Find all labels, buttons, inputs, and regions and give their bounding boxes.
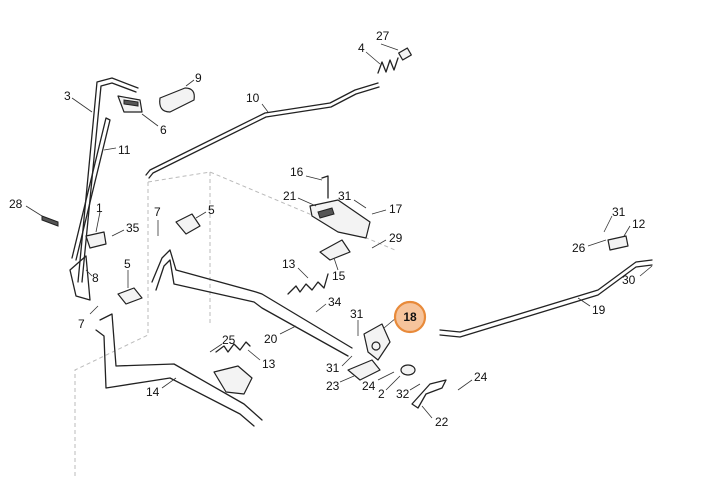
- callout-34: 34: [328, 295, 342, 309]
- part-19-rod: [439, 259, 653, 338]
- callout-26: 26: [572, 241, 586, 255]
- callout-25: 25: [222, 333, 236, 347]
- part-2-washer: [400, 364, 416, 376]
- part-20-lever: [151, 249, 353, 357]
- part-13-spring-a: [287, 273, 329, 295]
- callout-13a: 13: [282, 257, 296, 271]
- part-21-bracket: [309, 175, 371, 239]
- callout-1: 1: [96, 201, 103, 215]
- callout-16: 16: [290, 165, 304, 179]
- callout-6: 6: [160, 123, 167, 137]
- callout-7b: 7: [78, 317, 85, 331]
- part-15-plate: [319, 239, 351, 261]
- part-10-rod: [145, 82, 380, 179]
- callout-12: 12: [632, 217, 646, 231]
- callout-27: 27: [376, 29, 390, 43]
- part-12-joint: [607, 235, 629, 251]
- part-9-knob: [159, 87, 195, 113]
- callout-10: 10: [246, 91, 260, 105]
- part-8-loop: [69, 255, 91, 301]
- part-3-lever: [77, 77, 139, 283]
- part-4-spring: [377, 47, 412, 74]
- callout-31d: 31: [326, 361, 340, 375]
- callout-5a: 5: [208, 203, 215, 217]
- part-22-link: [411, 379, 447, 409]
- callout-20: 20: [264, 332, 278, 346]
- callout-13b: 13: [262, 357, 276, 371]
- callout-14: 14: [146, 385, 160, 399]
- part-5-cap-a: [175, 213, 201, 235]
- part-6-clip: [117, 95, 143, 113]
- callout-9: 9: [195, 71, 202, 85]
- callout-4: 4: [358, 41, 365, 55]
- callout-7a: 7: [154, 205, 161, 219]
- part-5-cap-b: [117, 287, 143, 305]
- callouts: 27 4 9 3 10 6 11 16 21 31 17 28: [9, 29, 653, 429]
- part-1-bracket: [41, 215, 107, 249]
- callout-31a: 31: [338, 189, 352, 203]
- callout-19: 19: [592, 303, 606, 317]
- part-23-link: [347, 359, 381, 381]
- callout-11: 11: [118, 143, 131, 157]
- callout-28: 28: [9, 197, 23, 211]
- callout-18-highlight[interactable]: 18: [393, 300, 427, 334]
- callout-24a: 24: [362, 379, 376, 393]
- callout-31c: 31: [350, 307, 364, 321]
- callout-29: 29: [389, 231, 403, 245]
- callout-35: 35: [126, 221, 140, 235]
- callout-3: 3: [64, 89, 71, 103]
- callout-2: 2: [378, 387, 385, 401]
- callout-21: 21: [283, 189, 297, 203]
- part-18-bellcrank: [363, 323, 391, 361]
- callout-31b: 31: [612, 205, 626, 219]
- callout-24b: 24: [474, 370, 488, 384]
- svg-text:18: 18: [403, 310, 417, 324]
- callout-30: 30: [622, 273, 636, 287]
- part-11-rod: [71, 117, 111, 261]
- part-14-lever: [95, 313, 263, 427]
- callout-32: 32: [396, 387, 410, 401]
- part-13-spring-b: [215, 341, 251, 353]
- callout-23: 23: [326, 379, 340, 393]
- callout-5b: 5: [124, 257, 131, 271]
- callout-22: 22: [435, 415, 449, 429]
- callout-15: 15: [332, 269, 346, 283]
- callout-8: 8: [92, 271, 99, 285]
- callout-17: 17: [389, 202, 403, 216]
